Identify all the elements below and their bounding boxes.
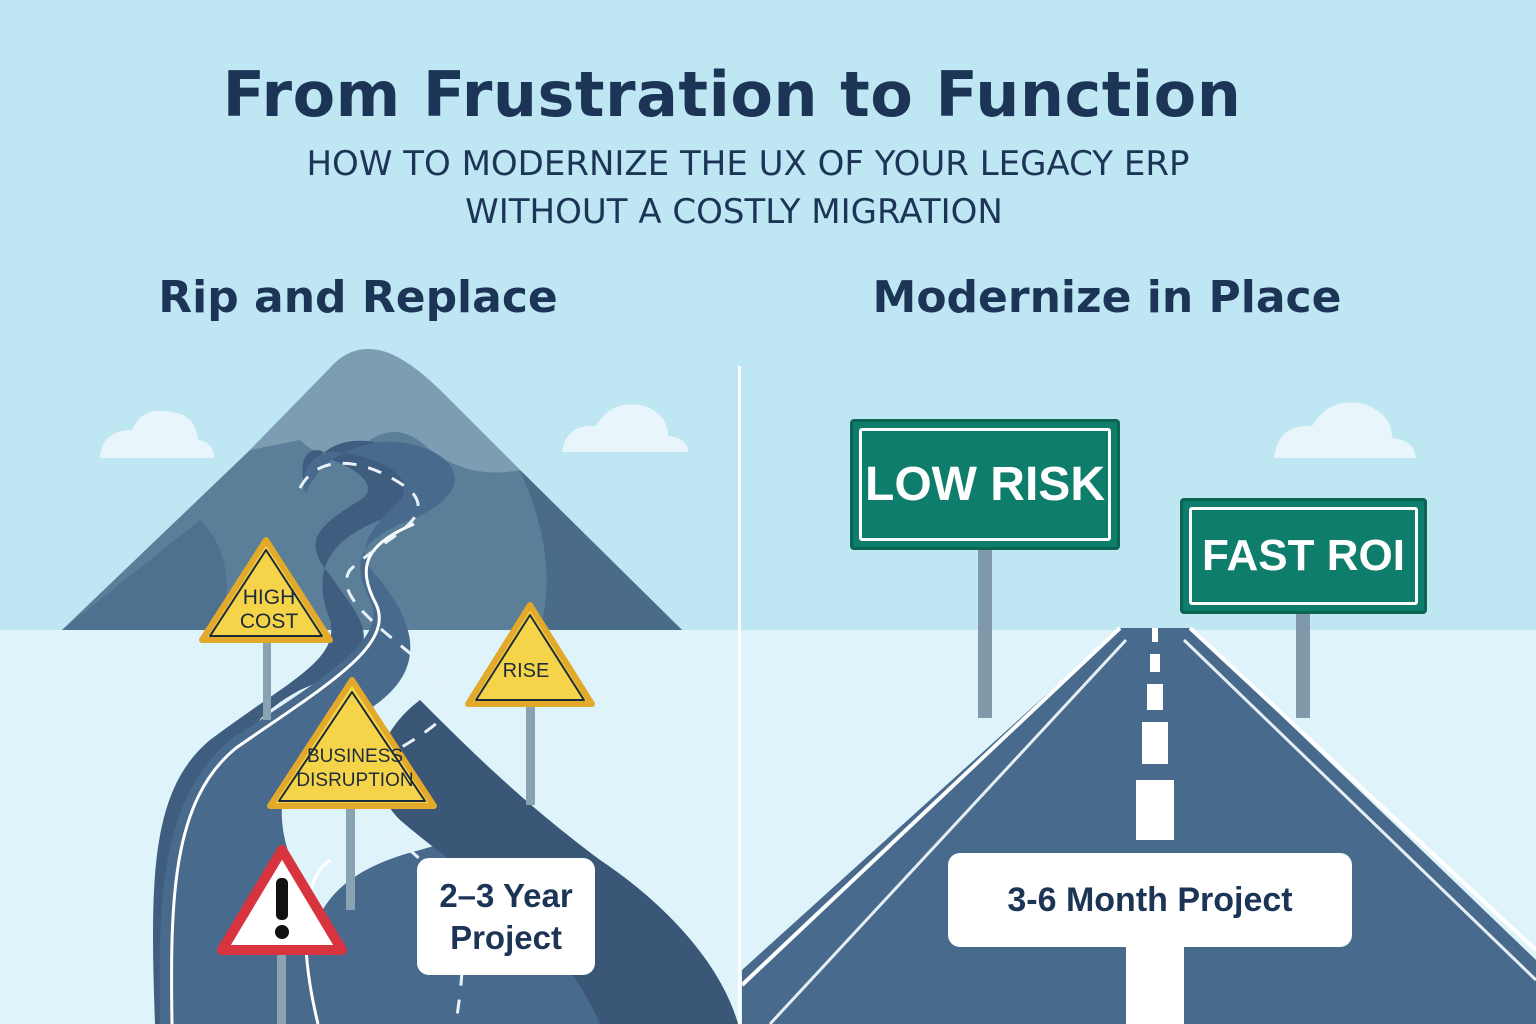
- page-title: From Frustration to Function: [222, 58, 1242, 131]
- rise-sign-label: RISE: [502, 660, 550, 682]
- warning-triangle-icon: [465, 602, 595, 707]
- subtitle-line-1: HOW TO MODERNIZE THE UX OF YOUR LEGACY E…: [306, 144, 1190, 184]
- cloud-icon: [100, 410, 214, 458]
- right-heading: Modernize in Place: [872, 272, 1342, 323]
- left-duration-line-2: Project: [450, 918, 562, 956]
- left-duration-line-1: 2–3 Year: [439, 876, 573, 914]
- exclamation-icon: [217, 845, 347, 955]
- sign-pole: [526, 700, 535, 805]
- warning-triangle-icon: [267, 677, 437, 809]
- high-cost-sign-label: HIGH COST: [239, 586, 299, 633]
- low-risk-sign: LOW RISK: [850, 419, 1120, 550]
- fast-roi-sign: FAST ROI: [1180, 498, 1427, 614]
- left-duration-box: 2–3 Year Project: [417, 858, 595, 975]
- fast-roi-sign-label: FAST ROI: [1189, 507, 1418, 605]
- subtitle-line-2: WITHOUT A COSTLY MIGRATION: [465, 192, 1003, 232]
- warning-triangle-icon: [199, 537, 333, 643]
- left-heading: Rip and Replace: [158, 272, 558, 323]
- sign-pole: [277, 950, 286, 1024]
- sign-pole: [1296, 612, 1310, 718]
- divider-line: [738, 366, 741, 1024]
- sign-pole: [263, 640, 271, 720]
- cloud-icon: [562, 404, 688, 452]
- sign-pole: [978, 548, 992, 718]
- sign-pole: [346, 800, 355, 910]
- right-duration-box: 3-6 Month Project: [948, 853, 1352, 947]
- cloud-icon: [1274, 402, 1416, 458]
- business-disruption-sign-label: BUSINESS DISRUPTION: [296, 746, 414, 791]
- low-risk-sign-label: LOW RISK: [859, 428, 1111, 541]
